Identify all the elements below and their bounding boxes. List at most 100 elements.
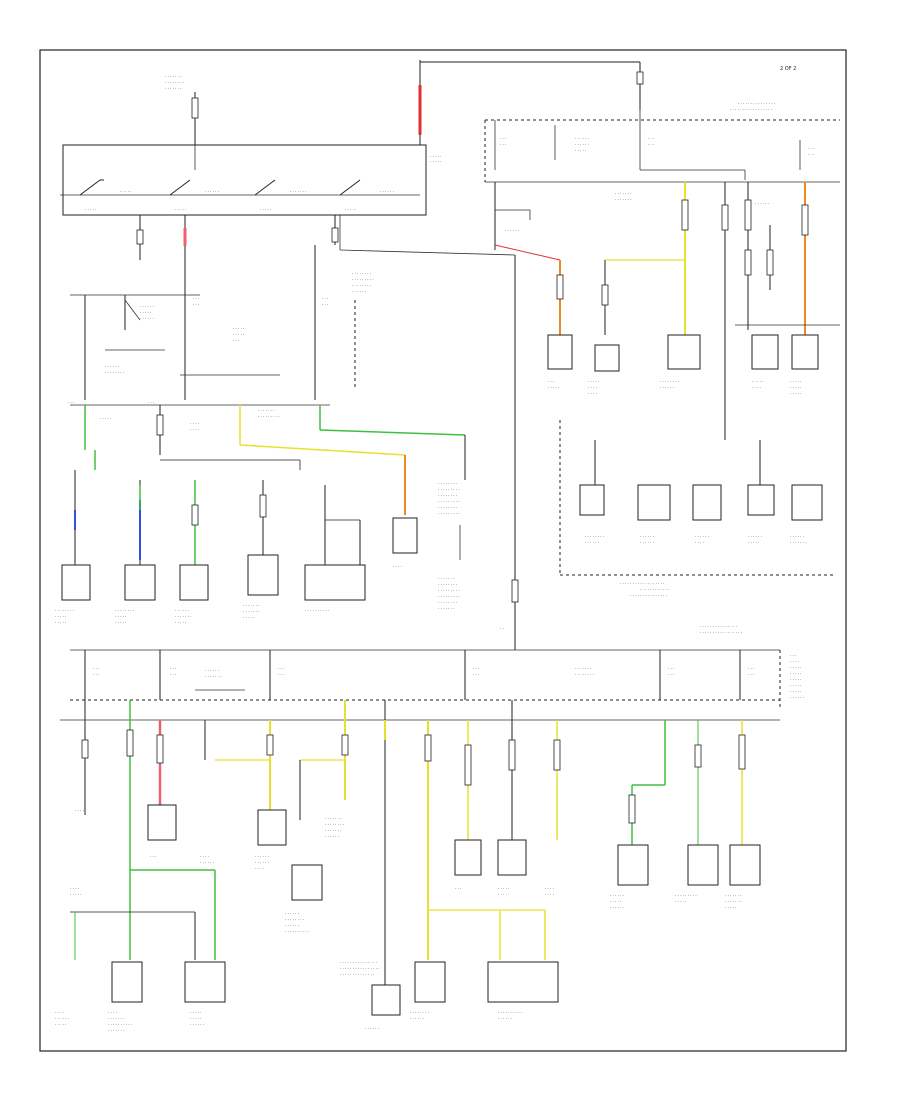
svg-text:· · · · · · ·: · · · · · · · (258, 408, 275, 413)
svg-text:· · ·: · · · (93, 666, 99, 671)
svg-text:· · · · ·: · · · · · (190, 1010, 201, 1015)
svg-text:· · ·: · · · (648, 136, 654, 141)
svg-text:· · ·: · · · (668, 666, 674, 671)
svg-text:· · · · · · ·: · · · · · · · (615, 191, 632, 196)
svg-text:· · · · ·: · · · · · (345, 207, 356, 212)
svg-text:· · · · ·: · · · · · (752, 379, 763, 384)
svg-text:· · · · ·: · · · · · (790, 385, 801, 390)
svg-text:· · · · ·: · · · · · (55, 614, 66, 619)
svg-text:· · · · · · · ·: · · · · · · · · (105, 370, 124, 375)
svg-text:· · · · · ·: · · · · · · (255, 860, 269, 865)
svg-text:· · · · · · ·: · · · · · · · (108, 1016, 125, 1021)
bottom-wiring (60, 700, 780, 985)
svg-text:· · · ·: · · · · (588, 391, 597, 396)
svg-text:· · · · · · · · · · · · · · ·: · · · · · · · · · · · · · · · · · (700, 630, 742, 635)
svg-text:· · · ·: · · · · (545, 892, 554, 897)
svg-text:· · ·: · · · (473, 666, 479, 671)
svg-text:· · ·: · · · (500, 136, 506, 141)
svg-text:· · · · ·: · · · · · (675, 899, 686, 904)
svg-text:· · · · · · ·: · · · · · · · (165, 74, 182, 79)
svg-text:· · · · · · · · · · · · · · ·: · · · · · · · · · · · · · · · (738, 101, 775, 106)
svg-text:· · · · · · · · ·: · · · · · · · · · (438, 499, 460, 504)
svg-text:· · · ·: · · · · (393, 564, 402, 569)
svg-text:· · · · · ·: · · · · · · (190, 1022, 204, 1027)
svg-text:· · · ·: · · · · (200, 854, 209, 859)
svg-text:· · · · · · · ·: · · · · · · · · (438, 493, 457, 498)
component-rear-defogger-relay (667, 334, 701, 370)
svg-text:· · · · · · ·: · · · · · · · (243, 609, 260, 614)
svg-text:· · · · ·: · · · · · (748, 540, 759, 545)
svg-text:· · · · · · ·: · · · · · · · (438, 576, 455, 581)
svg-text:· · · · · · · ·: · · · · · · · · (410, 1010, 429, 1015)
svg-text:· · · · · ·: · · · · · · (498, 1016, 512, 1021)
svg-text:· · · · · · ·: · · · · · · · (725, 899, 742, 904)
svg-text:· · ·: · · · (790, 653, 796, 658)
right-top-fuse-box: · · · · · · · · · · · · · · · · · · · · … (484, 101, 840, 202)
component-horn-relay (687, 844, 719, 886)
svg-text:· · · · · · · ·: · · · · · · · · (325, 822, 344, 827)
svg-text:· · · · ·: · · · · · (190, 1016, 201, 1021)
svg-text:· · · · · · · ·: · · · · · · · · (585, 534, 604, 539)
svg-text:· · · · · · · · · ·: · · · · · · · · · · (498, 1010, 522, 1015)
svg-text:· · · · · · · · · · · · · · ·: · · · · · · · · · · · · · · · (700, 624, 737, 629)
svg-text:· · · · ·: · · · · · (790, 391, 801, 396)
svg-text:· · · ·: · · · · (55, 1010, 64, 1015)
svg-text:· · · · · ·: · · · · · · (610, 893, 624, 898)
svg-text:· · · · · · · · · · · · · ·: · · · · · · · · · · · · · · (340, 972, 374, 977)
svg-text:· · · · · ·: · · · · · · (748, 534, 762, 539)
svg-text:· · ·: · · · (322, 296, 328, 301)
component-cruise-unit (729, 844, 761, 886)
svg-text:· · · · ·: · · · · · (575, 148, 586, 153)
svg-text:· · · · · · ·: · · · · · · · (325, 828, 342, 833)
svg-text:· · · · ·: · · · · · (85, 207, 96, 212)
fuse-outputs-row: · · · · · · · · · · · · · · · · · · · · … (68, 400, 466, 515)
left-middle-fuse-block: · · · · · · · · · · · · · · · · · · · · … (70, 245, 374, 400)
svg-text:· · · · · · · ·: · · · · · · · · (438, 505, 457, 510)
svg-text:· · · · · · · · ·: · · · · · · · · · (438, 594, 460, 599)
component-rear-window-defog (111, 961, 143, 1003)
ignition-outputs (136, 215, 339, 260)
svg-text:· · · · · ·: · · · · · · (380, 189, 394, 194)
svg-text:· · ·: · · · (748, 666, 754, 671)
svg-text:· · ·: · · · (68, 400, 74, 405)
svg-text:· · · · · · · · · ·: · · · · · · · · · · (108, 1022, 132, 1027)
svg-text:· · · · · · · · · · · · · · ·: · · · · · · · · · · · · · · · (630, 593, 667, 598)
bottom-components: · · · · · · · · · · · · · · · · · · · · … (55, 804, 761, 1033)
svg-text:· · · · ·: · · · · · (790, 689, 801, 694)
component-left-fuse-box (392, 517, 418, 554)
svg-text:· · · · · ·: · · · · · · (105, 364, 119, 369)
svg-text:· · ·: · · · (278, 672, 284, 677)
svg-text:· · · · · · · ·: · · · · · · · · (575, 672, 594, 677)
component-transmission-range-switch (61, 564, 91, 601)
component-starter (247, 554, 279, 596)
component-clutch-interlock-switch (179, 564, 209, 601)
svg-text:· · ·: · · · (193, 302, 199, 307)
svg-text:· · · · · ·: · · · · · · (205, 189, 219, 194)
svg-text:· · · · · ·: · · · · · · (640, 534, 654, 539)
svg-text:· · · · · ·: · · · · · · (575, 136, 589, 141)
svg-text:· · · · ·: · · · · · (430, 159, 441, 164)
svg-text:· · · · ·: · · · · · (115, 614, 126, 619)
svg-text:· · · · · ·: · · · · · · (285, 923, 299, 928)
svg-text:· · · · ·: · · · · · (70, 892, 81, 897)
svg-text:· · ·: · · · (170, 672, 176, 677)
svg-text:· · · ·: · · · · (190, 427, 199, 432)
page-reference: 2 OF 2 (780, 66, 796, 72)
component-relay-b (637, 484, 671, 521)
svg-text:· · · · · · ·: · · · · · · · (615, 197, 632, 202)
svg-text:· · ·: · · · (278, 666, 284, 671)
svg-text:· · · · · · · ·: · · · · · · · · (352, 271, 371, 276)
component-fan-relay (791, 334, 819, 370)
svg-text:· · · · · · · · ·: · · · · · · · · · (258, 414, 280, 419)
svg-text:· · · ·: · · · · (108, 1010, 117, 1015)
svg-text:· · ·: · · · (473, 672, 479, 677)
svg-text:· · · · · · ·: · · · · · · · (108, 1028, 125, 1033)
svg-text:· · · · · ·: · · · · · · (640, 540, 654, 545)
svg-text:· · · · · · · · · · · · · · ·: · · · · · · · · · · · · · · · · (340, 966, 379, 971)
svg-text:· · · ·: · · · · (498, 892, 507, 897)
svg-text:· · · · ·: · · · · · (260, 207, 271, 212)
center-notes: · · · · · · · · · · · · · · · · · · · · … (438, 481, 461, 611)
component-sunroof-motor (414, 961, 446, 1003)
svg-text:· · · · · · · · · · · · · · ·: · · · · · · · · · · · · · · · · · (730, 107, 772, 112)
